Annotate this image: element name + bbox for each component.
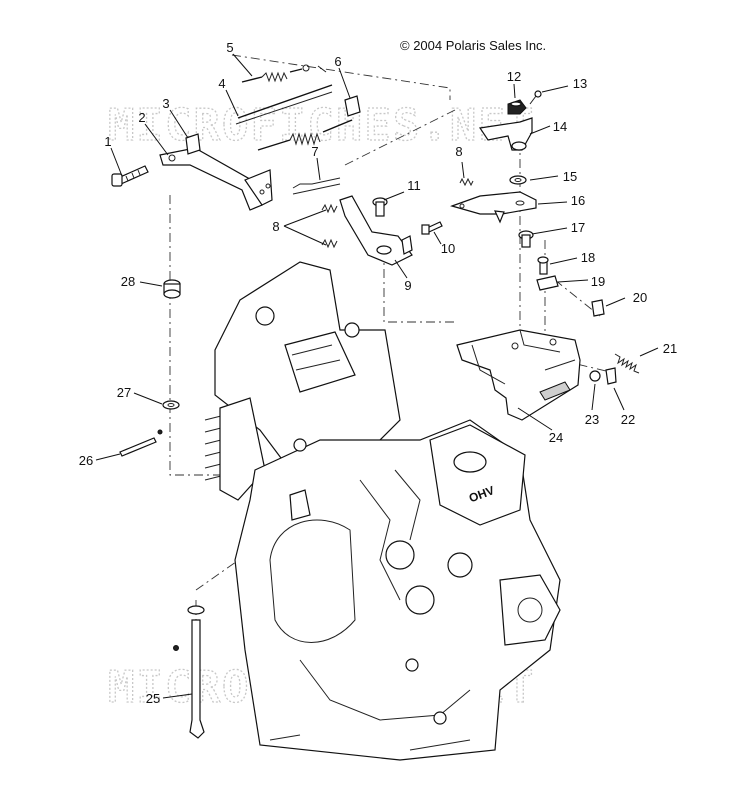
callout-23: 23: [585, 412, 599, 427]
bolt-1: [111, 165, 149, 187]
cable-4: [235, 65, 333, 125]
copyright-text: © 2004 Polaris Sales Inc.: [400, 38, 546, 53]
callout-11: 11: [407, 178, 421, 193]
spring-8-right: [459, 177, 474, 187]
mounting-bracket-24: [456, 329, 581, 421]
dipstick-25: [173, 605, 205, 739]
plate-16: [450, 191, 537, 224]
callout-24: 24: [549, 430, 563, 445]
nut-12: [507, 99, 527, 115]
callout-18: 18: [581, 250, 595, 265]
callout-1: 1: [104, 134, 111, 149]
callout-25: 25: [146, 691, 160, 706]
callout-8-right: 8: [455, 144, 462, 159]
bolt-17: [518, 230, 534, 248]
stud-11: [372, 197, 388, 217]
callout-16: 16: [571, 193, 585, 208]
clip-19: [536, 275, 559, 291]
bolt-18: [537, 256, 549, 275]
bolt-10: [421, 221, 443, 235]
washer-27: [162, 400, 180, 410]
callout-12: 12: [507, 69, 521, 84]
callout-14: 14: [553, 119, 567, 134]
callout-4: 4: [218, 76, 225, 91]
lever-14: [478, 117, 533, 151]
callout-15: 15: [563, 169, 577, 184]
callout-5: 5: [226, 40, 233, 55]
spring-6: [257, 95, 361, 151]
spring-21: [614, 353, 640, 374]
callout-19: 19: [591, 274, 605, 289]
callout-20: 20: [633, 290, 647, 305]
pin-26: [119, 429, 163, 457]
screw-13: [529, 90, 542, 105]
callout-labels: 1 2 3 4 5 6 7 8 8 9 10 11 12 13 14 15 16…: [79, 40, 677, 706]
spring-7: [292, 177, 341, 195]
watermark-top: MICROFICHES.NET: [108, 100, 535, 151]
callout-22: 22: [621, 412, 635, 427]
engine-block: OHV: [204, 261, 561, 761]
callout-26: 26: [79, 453, 93, 468]
washer-15: [509, 175, 527, 185]
leader-lines: [95, 53, 659, 699]
spring-8-left: [321, 203, 338, 249]
callout-9: 9: [404, 278, 411, 293]
governor-lever-9: [339, 195, 413, 266]
nut-23: [589, 370, 601, 382]
callout-21: 21: [663, 341, 677, 356]
callout-6: 6: [334, 54, 341, 69]
callout-17: 17: [571, 220, 585, 235]
spring-5: [241, 64, 310, 83]
callout-7: 7: [311, 144, 318, 159]
bushing-28: [163, 279, 181, 299]
callout-28: 28: [121, 274, 135, 289]
callout-3: 3: [162, 96, 169, 111]
callout-13: 13: [573, 76, 587, 91]
callout-27: 27: [117, 385, 131, 400]
throttle-bracket: [159, 133, 273, 211]
bolt-22: [605, 367, 617, 385]
screw-20: [591, 299, 605, 317]
callout-8-left: 8: [272, 219, 279, 234]
callout-2: 2: [138, 110, 145, 125]
callout-10: 10: [441, 241, 455, 256]
